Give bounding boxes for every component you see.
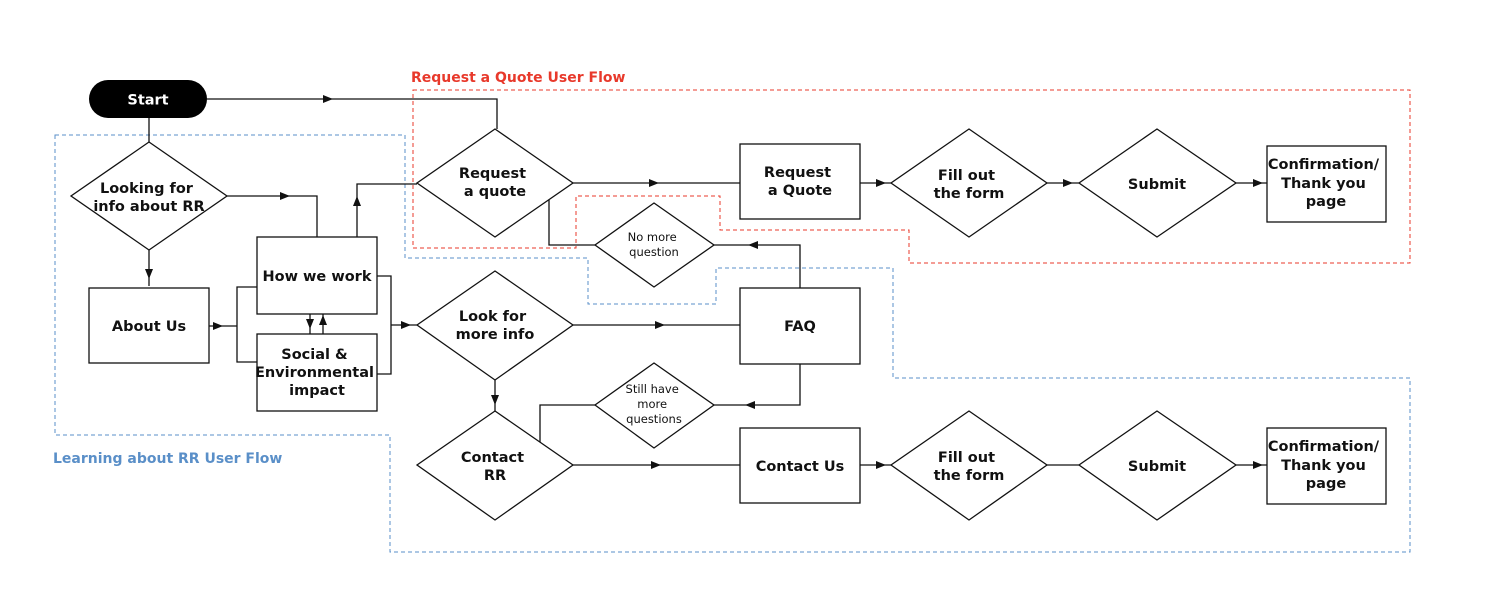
process-label: Confirmation/ Thank you page xyxy=(1268,439,1384,492)
process-social-impact: Social & Environmental impact xyxy=(255,333,379,412)
connector-right-bracket xyxy=(377,275,392,375)
decision-shape xyxy=(889,128,1049,238)
arrowhead-right xyxy=(655,321,665,329)
decision-label: No more question xyxy=(628,230,681,259)
decision-shape xyxy=(415,410,575,521)
arrowhead-right xyxy=(876,179,886,187)
learning-region-title: Learning about RR User Flow xyxy=(53,451,282,467)
connector-faq-to-no-more xyxy=(714,244,801,288)
arrowhead-right xyxy=(649,179,659,187)
process-box xyxy=(739,287,861,365)
decision-shape xyxy=(415,270,575,381)
connector-faq-to-still xyxy=(714,364,801,406)
decision-fill-form-quote: Fill out the form xyxy=(889,128,1049,238)
arrowhead-right xyxy=(1253,179,1263,187)
decision-submit-quote: Submit xyxy=(1077,128,1238,238)
learning-region xyxy=(54,134,1411,553)
arrowhead-right xyxy=(1063,179,1073,187)
process-about-us: About Us xyxy=(88,287,210,364)
process-confirmation-contact: Confirmation/ Thank you page xyxy=(1266,427,1387,505)
decision-looking-for-info: Looking for info about RR xyxy=(69,141,229,251)
start-node: Start xyxy=(89,80,207,118)
process-box xyxy=(1266,145,1387,223)
arrowhead-left xyxy=(745,401,755,409)
decision-label: Fill out the form xyxy=(934,168,1005,202)
process-label: FAQ xyxy=(784,319,816,335)
process-label: Social & Environmental impact xyxy=(255,347,379,399)
decision-still-have-questions: Still have more questions xyxy=(593,362,716,449)
process-label: Contact Us xyxy=(756,459,845,475)
decision-shape xyxy=(1077,128,1238,238)
decision-label: Request a quote xyxy=(459,166,531,200)
arrowhead-right xyxy=(401,321,411,329)
decision-contact-rr: Contact RR xyxy=(415,410,575,521)
start-terminal xyxy=(89,80,207,118)
decision-shape xyxy=(593,202,716,288)
connector-left-bracket xyxy=(236,286,257,363)
process-box xyxy=(256,333,378,412)
arrowhead-up xyxy=(353,196,361,206)
arrowhead-down xyxy=(145,269,153,279)
decision-shape xyxy=(415,128,575,238)
decision-request-a-quote: Request a quote xyxy=(415,128,575,238)
decision-shape xyxy=(69,141,229,251)
process-label: Confirmation/ Thank you page xyxy=(1268,157,1384,210)
arrowhead-up xyxy=(319,315,327,325)
request-quote-region-title: Request a Quote User Flow xyxy=(411,70,625,86)
decision-label: Still have more questions xyxy=(626,382,683,426)
arrowhead-right xyxy=(280,192,290,200)
decision-label: Looking for info about RR xyxy=(93,181,204,215)
process-faq: FAQ xyxy=(739,287,861,365)
decision-shape xyxy=(593,362,716,449)
start-label: Start xyxy=(127,93,168,109)
process-request-a-quote: Request a Quote xyxy=(739,143,861,220)
arrowheads xyxy=(145,95,1263,469)
connector-contact-to-still xyxy=(539,404,595,443)
process-label: Request a Quote xyxy=(764,165,836,199)
process-box xyxy=(739,427,861,504)
decision-label: Submit xyxy=(1128,177,1186,193)
process-box xyxy=(256,236,378,315)
arrowhead-right xyxy=(651,461,661,469)
arrowhead-left xyxy=(748,241,758,249)
connector-request-decision-to-no-more xyxy=(548,200,595,246)
decision-label: Fill out the form xyxy=(934,450,1005,484)
arrowhead-down xyxy=(491,395,499,405)
arrowhead-right xyxy=(213,322,223,330)
process-contact-us: Contact Us xyxy=(739,427,861,504)
decision-shape xyxy=(889,410,1049,521)
process-box xyxy=(88,287,210,364)
decision-shape xyxy=(1077,410,1238,521)
connector-looking-to-how xyxy=(227,195,318,237)
arrowhead-right xyxy=(323,95,333,103)
connector-start-to-request-quote xyxy=(207,98,498,129)
process-label: About Us xyxy=(112,319,186,335)
process-box xyxy=(1266,427,1387,505)
decision-label: Look for more info xyxy=(456,309,535,343)
decision-submit-contact: Submit xyxy=(1077,410,1238,521)
process-label: How we work xyxy=(263,269,372,285)
decision-no-more-question: No more question xyxy=(593,202,716,288)
decision-label: Submit xyxy=(1128,459,1186,475)
arrowhead-right xyxy=(1253,461,1263,469)
process-confirmation-quote: Confirmation/ Thank you page xyxy=(1266,145,1387,223)
arrowhead-right xyxy=(876,461,886,469)
decision-fill-form-contact: Fill out the form xyxy=(889,410,1049,521)
process-how-we-work: How we work xyxy=(256,236,378,315)
decision-look-for-more-info: Look for more info xyxy=(415,270,575,381)
request-quote-region xyxy=(412,89,1411,264)
arrowhead-down xyxy=(306,319,314,329)
decision-label: Contact RR xyxy=(461,450,529,484)
process-box xyxy=(739,143,861,220)
connector-how-to-request-quote xyxy=(356,183,417,237)
